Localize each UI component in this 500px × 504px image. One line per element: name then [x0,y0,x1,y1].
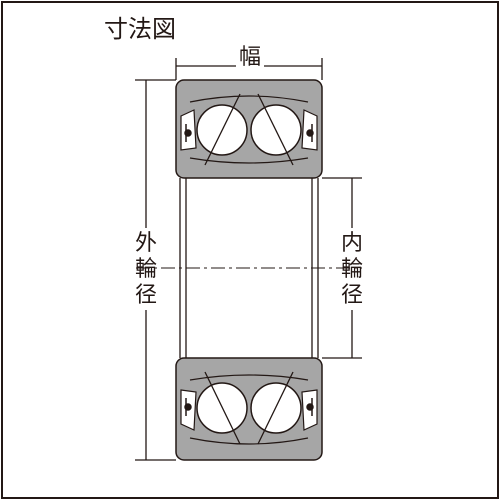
inner-diameter-label-2: 輪 [341,257,363,282]
seal-lips [184,398,314,416]
outer-diameter-dimension [135,79,176,461]
outer-diameter-label-3: 径 [135,283,157,308]
top-contact-angle-left [204,93,241,166]
bottom-outer-ring-edge [189,437,309,445]
bottom-ring-body [175,357,323,461]
bottom-contact-angle-left [204,371,241,445]
inner-diameter-label-1: 内 [341,231,363,256]
inner-diameter-label-3: 径 [341,283,363,308]
diagram-title: 寸法図 [104,15,176,43]
bottom-contact-angle-right [257,371,294,445]
outer-diameter-label-1: 外 [135,231,157,256]
seal-lips [184,124,314,142]
top-outer-ring-edge [189,95,309,103]
outer-diameter-label-2: 輪 [135,257,157,282]
bottom-inner-ring-edge [189,374,309,381]
bottom-bearing-section [175,357,323,461]
width-label: 幅 [239,45,261,70]
top-inner-ring-edge [189,157,309,164]
top-bearing-section [175,79,323,179]
inner-diameter-dimension [322,177,362,359]
width-label-bg [236,39,264,73]
top-contact-angle-right [257,93,294,166]
